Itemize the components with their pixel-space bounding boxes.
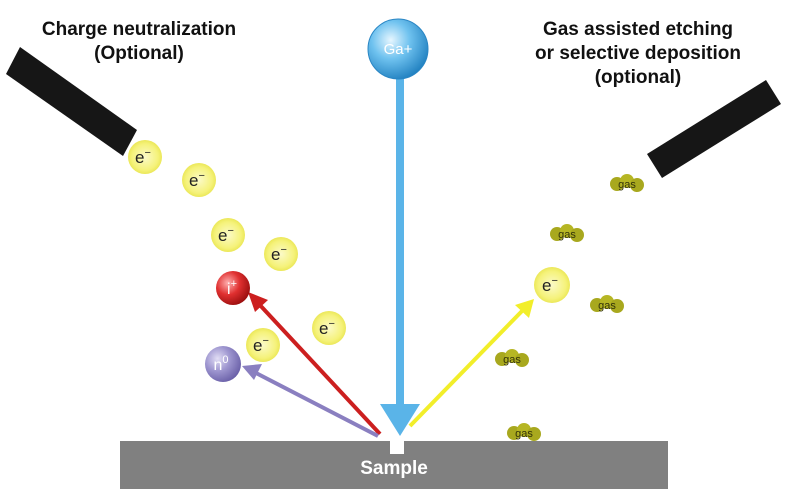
charge-neutralizer-gun — [6, 47, 137, 156]
charge-neutralization-label: Charge neutralization (Optional) — [8, 18, 270, 66]
gas-assisted-optional: (optional) — [594, 67, 682, 88]
gas-molecule-5: gas — [507, 423, 541, 441]
svg-text:n0: n0 — [213, 354, 228, 374]
svg-text:i+: i+ — [227, 278, 237, 298]
gas-molecule-3: gas — [590, 295, 624, 313]
gas-assisted-title: Gas assisted etching — [542, 19, 734, 40]
svg-text:gas: gas — [503, 354, 521, 366]
ion-beam-arrowhead — [380, 404, 420, 436]
ion-arrowhead — [248, 292, 268, 312]
sample-label: Sample — [360, 458, 428, 479]
gas-injector-gun — [647, 80, 781, 178]
ion-beam-shaft — [396, 78, 404, 408]
electron-1: e− — [128, 140, 162, 174]
gas-molecule-4: gas — [495, 349, 529, 367]
secondary-electron: e− — [534, 267, 570, 303]
gas-molecule-1: gas — [610, 174, 644, 192]
impact-point — [390, 438, 404, 454]
charge-neutralization-title: Charge neutralization — [41, 19, 237, 40]
gas-molecule-2: gas — [550, 224, 584, 242]
electron-6: e− — [246, 328, 280, 362]
gas-assisted-label: Gas assisted etching or selective deposi… — [490, 18, 786, 90]
selective-deposition-title: or selective deposition — [535, 43, 741, 64]
svg-text:gas: gas — [618, 179, 636, 191]
ga-ion-label: Ga+ — [384, 41, 413, 58]
svg-text:e−: e− — [189, 170, 205, 190]
svg-text:gas: gas — [598, 300, 616, 312]
svg-text:e−: e− — [271, 244, 287, 264]
svg-text:gas: gas — [515, 428, 533, 440]
secondary-ion: i+ — [216, 271, 250, 305]
electron-2: e− — [182, 163, 216, 197]
svg-text:e−: e− — [542, 275, 558, 295]
ion-arrow-line — [256, 301, 382, 436]
svg-text:e−: e− — [319, 318, 335, 338]
svg-text:e−: e− — [218, 225, 234, 245]
ga-ion-sphere — [367, 18, 429, 80]
svg-text:e−: e− — [135, 147, 151, 167]
electron-5: e− — [312, 311, 346, 345]
neutral-arrowhead — [242, 364, 262, 380]
electron-3: e− — [211, 218, 245, 252]
electron-4: e− — [264, 237, 298, 271]
electron-arrowhead — [515, 299, 534, 318]
electron-arrow-line — [408, 307, 526, 428]
svg-text:e−: e− — [253, 335, 269, 355]
svg-text:gas: gas — [558, 229, 576, 241]
neutral-particle: n0 — [205, 346, 241, 382]
neutral-arrow-line — [255, 371, 379, 438]
charge-neutralization-optional: (Optional) — [94, 43, 184, 64]
